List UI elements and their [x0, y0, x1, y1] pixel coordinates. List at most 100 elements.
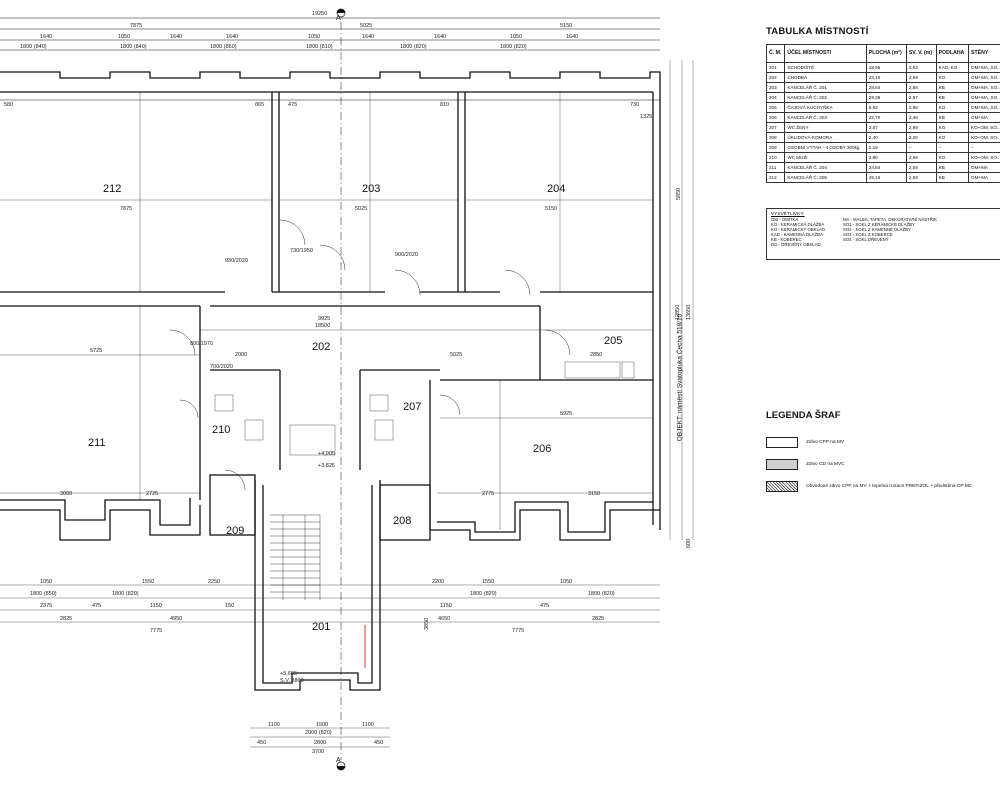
table-cell: OM+MA	[968, 112, 1000, 123]
table-cell: OM+MA, SO...	[968, 82, 1000, 93]
section-mark-top: A	[336, 8, 346, 22]
abbreviation-item: SO4 - SOKL DŘEVĚNÝ	[842, 237, 889, 242]
table-cell: KB	[935, 162, 970, 173]
dim-top: 1800 (820)	[400, 44, 427, 50]
table-cell: 18,95	[865, 62, 907, 73]
door-label: 900/2020	[395, 252, 418, 258]
table-cell: ČAJOVÁ KUCHYŇKA	[784, 102, 867, 113]
room-width: 2850	[590, 352, 602, 358]
table-cell: 3,53	[905, 62, 937, 73]
table-cell: KO+OM, SO...	[968, 152, 1000, 163]
dim-bottom: 4650	[438, 616, 450, 622]
dim-note: 2000	[235, 352, 247, 358]
hatch-swatch	[766, 458, 798, 470]
table-cell: 3,48	[905, 112, 937, 123]
table-cell: KANCELÁŘ Č. 202	[784, 92, 867, 103]
room-width: 7875	[120, 206, 132, 212]
table-cell: KO+OM, SO...	[968, 132, 1000, 143]
table-cell: 207	[765, 122, 786, 133]
dim-stair: 3700	[312, 749, 324, 755]
dim-bottom: 7775	[150, 628, 162, 634]
table-cell: KO	[935, 72, 970, 83]
room-width: 18500	[315, 323, 330, 329]
table-cell: –	[935, 142, 970, 153]
dim-stair: 2800	[314, 740, 326, 746]
dim-bottom: 4950	[170, 616, 182, 622]
abbreviation-item: SO1 - SOKL Z KERAMICKÉ DLAŽBY	[842, 222, 915, 227]
dim-bottom: 1800 (850)	[30, 591, 57, 597]
abbreviation-item: KO - KERAMICKÁ DLAŽBA	[771, 222, 825, 227]
room-number: 202	[312, 341, 330, 353]
table-cell: KANCELÁŘ Č. 204	[784, 162, 867, 173]
table-cell: KB	[935, 92, 970, 103]
door-label: 800/1970	[190, 341, 213, 347]
table-cell: KO	[935, 152, 970, 163]
table-cell: –	[905, 142, 937, 153]
dim-top: 1800 (860)	[210, 44, 237, 50]
room-number: 211	[88, 437, 106, 449]
door-label: 930/2020	[225, 258, 248, 264]
table-cell: 3,57	[865, 122, 907, 133]
table-cell: 3,20	[905, 132, 937, 143]
dim-bottom: 1550	[142, 579, 154, 585]
object-label-text: OBJEKT: náměstí Svatopluka Čecha 518/10	[676, 313, 684, 442]
table-cell: KO+OM, SO...	[968, 122, 1000, 133]
dim-top: 1800 (840)	[20, 44, 47, 50]
table-cell: OM+MA, SO...	[968, 62, 1000, 73]
table-cell: KB	[935, 172, 970, 183]
table-cell: KANCELÁŘ Č. 201	[784, 82, 867, 93]
level-mark: +4,905	[318, 451, 335, 457]
hatch-legend-item: Zdivo CD na MVC	[766, 453, 1000, 475]
dim-top: 1800 (820)	[500, 44, 527, 50]
dim-bottom: 2825	[60, 616, 72, 622]
table-cell: 205	[765, 102, 786, 113]
dim-side: 600	[686, 539, 692, 548]
table-cell: KANCELÁŘ Č. 203	[784, 112, 867, 123]
table-cell: –	[968, 142, 1000, 153]
abbreviation-item: KB - KOBEREC	[771, 237, 802, 242]
dim-top: 7875	[130, 23, 142, 29]
hatch-legend-title: LEGENDA ŠRAF	[766, 410, 841, 421]
room-number: 204	[547, 183, 565, 195]
room-table: TABULKA MÍSTNOSTÍ Č. M. ÚČEL MÍSTNOSTI P…	[765, 26, 1000, 183]
table-cell: 212	[765, 172, 786, 183]
table-cell: WC ŽENY	[784, 122, 867, 133]
dim-note: 3000	[60, 491, 72, 497]
dim-top: 1050	[510, 34, 522, 40]
table-cell: 210	[765, 152, 786, 163]
room-table-header: Č. M. ÚČEL MÍSTNOSTI PLOCHA (m²) SV. V. …	[765, 44, 1000, 63]
table-cell: 2,57	[905, 92, 937, 103]
level-mark: +3,825	[318, 463, 335, 469]
dim-top: 1640	[434, 34, 446, 40]
hatch-legend-item: Obvodové zdivo CPP na MV + tepelná izola…	[766, 475, 1000, 497]
dim-note: 2775	[482, 491, 494, 497]
table-cell: KB	[935, 112, 970, 123]
table-cell: 34,84	[865, 162, 907, 173]
dim-stair: 450	[374, 740, 383, 746]
hatch-swatch	[766, 480, 798, 492]
abbreviation-item: KO - KERAMICKÝ OBKLAD	[771, 227, 825, 232]
table-cell: 22,70	[865, 112, 907, 123]
dim-note: 5025	[450, 352, 462, 358]
dim-inner: 810	[440, 102, 449, 108]
room-number: 207	[403, 401, 421, 413]
hatch-legend-item: Zdivo CPP na MV	[766, 431, 1000, 453]
table-cell: 204	[765, 92, 786, 103]
table-cell: 28,64	[865, 82, 907, 93]
room-width: 5725	[90, 348, 102, 354]
room-width: 5925	[560, 411, 572, 417]
dim-top: 5025	[360, 23, 372, 29]
room-number: 205	[604, 335, 622, 347]
room-table-grid: Č. M. ÚČEL MÍSTNOSTI PLOCHA (m²) SV. V. …	[765, 44, 1000, 183]
dim-bottom: 1800 (820)	[588, 591, 615, 597]
abbreviation-item: SO2 - SOKL Z KAMENNÉ DLAŽBY	[842, 227, 911, 232]
table-cell: OM+MA	[968, 162, 1000, 173]
